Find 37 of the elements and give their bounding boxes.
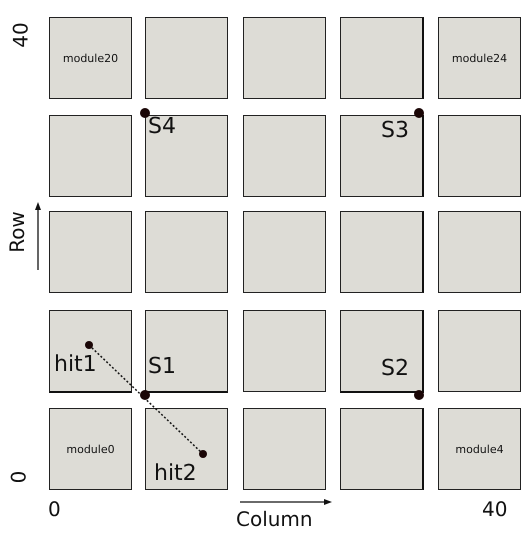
module-box — [438, 408, 521, 490]
module-box — [243, 17, 326, 99]
module-box — [243, 310, 326, 392]
axis-title: Row — [6, 211, 28, 253]
module-label: module24 — [452, 52, 508, 64]
module-label: module0 — [66, 442, 115, 456]
point-label: S1 — [148, 355, 176, 379]
module-box — [145, 408, 228, 490]
module-box — [438, 17, 521, 99]
axis-title: Column — [236, 508, 313, 530]
axis-tick-label: 40 — [482, 498, 508, 520]
module-box — [49, 17, 132, 99]
module-box — [243, 115, 326, 197]
module-box — [49, 310, 132, 393]
axis-tick-label: 40 — [10, 22, 32, 48]
module-box — [438, 211, 521, 293]
module-label: module20 — [62, 52, 118, 64]
module-box — [438, 115, 521, 197]
module-box — [49, 408, 132, 490]
module-box — [49, 211, 132, 293]
point-label: hit2 — [154, 462, 197, 486]
module-box — [438, 310, 521, 392]
module-box — [340, 408, 424, 490]
point-label: S4 — [148, 115, 176, 139]
axis-tick-label: 0 — [7, 470, 30, 484]
module-label: module4 — [455, 442, 504, 456]
module-box — [243, 211, 326, 293]
module-box — [145, 17, 228, 99]
axis-tick-label: 0 — [48, 498, 61, 520]
module-box — [340, 211, 424, 293]
module-box — [340, 17, 424, 99]
point-label: S3 — [381, 119, 409, 143]
point-label: S2 — [381, 357, 409, 381]
point-label: hit1 — [54, 353, 97, 377]
module-box — [145, 211, 228, 293]
module-box — [243, 408, 326, 490]
module-box — [49, 115, 132, 197]
